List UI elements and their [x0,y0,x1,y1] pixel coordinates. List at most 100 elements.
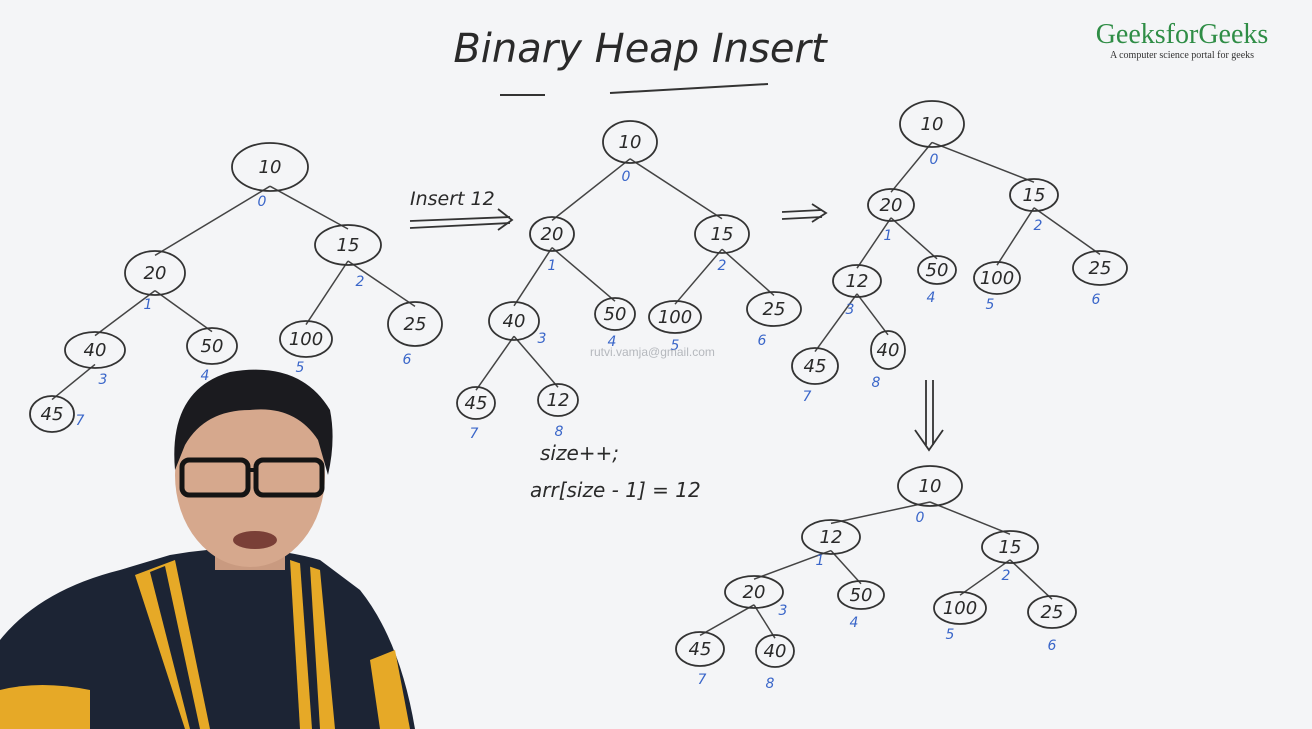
node-value: 20 [541,224,564,245]
node-value: 15 [1023,185,1046,206]
node-index: 4 [850,615,859,631]
node-value: 40 [764,641,787,662]
node-value: 45 [689,639,712,660]
heap-node: 50 4 [917,255,957,306]
node-ellipse [917,255,957,285]
tree-edge [51,363,96,401]
node-index: 6 [758,333,767,349]
node-value: 45 [804,356,827,377]
node-ellipse [594,297,636,331]
node-ellipse [801,519,861,555]
node-value: 100 [658,307,692,328]
heap-node: 45 7 [791,347,839,405]
node-ellipse [279,320,333,358]
brand-logo: GeeksforGeeks [1096,19,1269,50]
node-index: 2 [718,258,727,274]
heap-node: 25 6 [1072,250,1128,308]
node-index: 5 [986,297,995,313]
heap-node: 201 [124,250,186,313]
tree-edge [347,260,416,308]
node-value: 15 [999,537,1022,558]
tree-edge [959,559,1011,596]
tree-edge [513,247,553,307]
tree-edge [890,141,933,193]
heap-node: 128 [537,383,579,440]
node-index: 1 [144,297,153,313]
heap-node: 100 [897,465,963,526]
node-index: 7 [470,426,479,442]
heap-node: 20 1 [529,216,575,274]
heap-node: 50 4 [837,580,885,631]
node-index: 1 [884,228,893,244]
double-arrow-right-icon [409,208,514,231]
tree-edge [931,141,1035,183]
heap-node: 100 [231,142,309,210]
node-index: 2 [356,274,365,290]
node-value: 100 [289,329,323,350]
tree-edge [856,293,889,336]
tree-edge [699,604,755,637]
node-ellipse [755,634,795,668]
brand-tagline: A computer science portal for geeks [1110,50,1254,61]
node-value: 12 [820,527,843,548]
tree-edge [830,501,931,525]
node-value: 20 [743,582,766,603]
heap-node: 45 7 [456,386,496,442]
code-line-2: arr[size - 1] = 12 [530,478,701,502]
node-index: 7 [76,413,85,429]
heap-node: 504 [186,327,238,384]
tree-edge [814,293,858,353]
node-ellipse [186,327,238,365]
tree-edge [629,158,723,220]
code-line-1: size++; [540,441,619,465]
node-index: 0 [930,152,939,168]
node-index: 8 [766,676,775,692]
node-ellipse [537,383,579,417]
node-index: 8 [555,424,564,440]
node-value: 25 [1089,258,1112,279]
heap-node: 256 [387,301,443,368]
heap-node: 100 5 [933,591,987,643]
heap-node: 504 [594,297,636,350]
heap-node: 403 [64,331,126,388]
node-value: 40 [877,340,900,361]
node-index: 7 [803,389,812,405]
node-value: 100 [943,598,977,619]
node-value: 50 [926,260,949,281]
node-index: 1 [548,258,557,274]
node-ellipse [933,591,987,625]
tree-edge [94,290,156,337]
node-value: 10 [619,132,642,153]
tree-edge [305,260,349,326]
node-index: 5 [946,627,955,643]
node-ellipse [602,120,658,164]
email-watermark: rutvi.vamja@gmail.com [590,345,715,359]
node-ellipse [387,301,443,347]
tree-edge [1009,559,1053,600]
tree-edge [674,248,723,305]
board-title: Binary Heap Insert [453,26,828,72]
heap-node: 15 2 [1009,178,1059,234]
node-index: 2 [1034,218,1043,234]
heap-node: 100 5 [279,320,333,376]
node-value: 45 [465,393,488,414]
node-value: 50 [850,585,873,606]
node-ellipse [694,214,750,254]
node-ellipse [675,631,725,667]
node-index: 0 [916,510,925,526]
node-value: 15 [337,235,360,256]
node-ellipse [1027,595,1077,629]
node-index: 5 [296,360,305,376]
node-index: 6 [1092,292,1101,308]
node-ellipse [29,395,75,433]
heap-node: 100 [602,120,658,185]
heap-node: 201 [867,188,915,244]
tree-edge [721,248,775,296]
node-index: 4 [927,290,936,306]
heap-node: 403 [488,301,546,347]
node-ellipse [124,250,186,296]
